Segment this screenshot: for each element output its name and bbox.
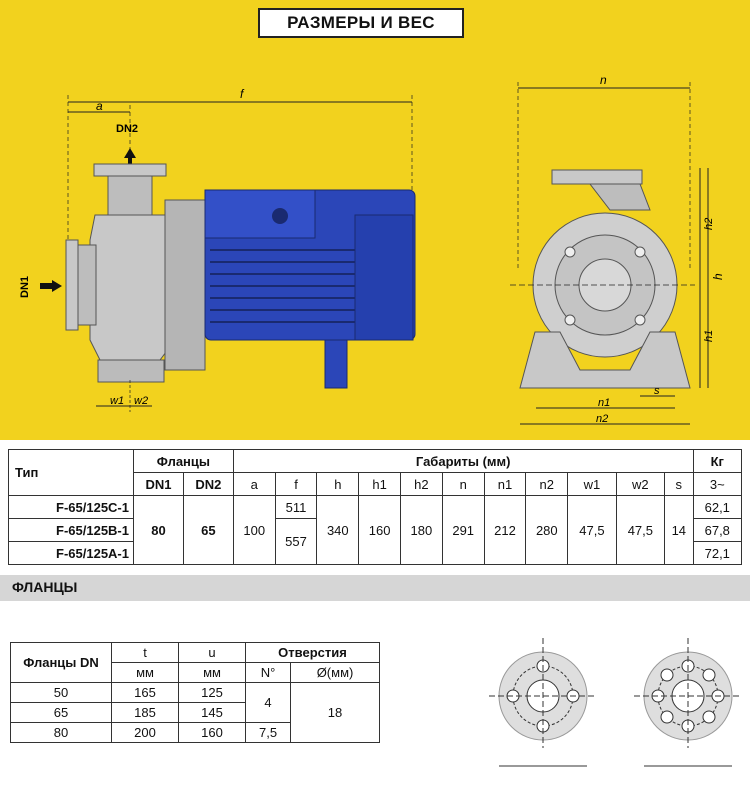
cell-h2: 180: [400, 495, 443, 565]
flange-holes-n: 7,5: [244, 722, 292, 743]
header-t-unit: мм: [111, 662, 179, 683]
header-dn2: DN2: [182, 472, 234, 496]
flange-holes-d: 18: [290, 682, 380, 743]
header-dn1: DN1: [133, 472, 184, 496]
flange-row-t: 200: [111, 722, 179, 743]
dim-label-w1: w1: [110, 395, 124, 407]
flanges-table: Фланцы DN t u Отверстия мм мм N° Ø(мм) 5…: [10, 642, 380, 743]
flange-row-u: 125: [178, 682, 246, 703]
header-w2: w2: [615, 472, 666, 496]
cell-f: 557: [274, 518, 318, 565]
header-n: n: [441, 472, 485, 496]
header-n1: n1: [483, 472, 527, 496]
type-row: F-65/125A-1: [8, 541, 134, 565]
flange-8-hole-diagram: [634, 638, 742, 767]
cell-s: 14: [664, 495, 694, 565]
header-h1: h1: [358, 472, 401, 496]
header-n2: n2: [525, 472, 569, 496]
cell-dn2: 65: [182, 495, 234, 565]
flange-4-hole-diagram: [489, 638, 597, 767]
dim-label-h2: h2: [703, 218, 715, 230]
dim-label-h: h: [711, 273, 725, 280]
cell-kg: 72,1: [692, 541, 743, 565]
dim-label-dn2: DN2: [116, 123, 138, 135]
header-a: a: [232, 472, 276, 496]
cell-n: 291: [441, 495, 485, 565]
pump-front-view: n h2 h h1 s n1 n2: [510, 73, 725, 425]
flange-row-dn: 80: [10, 722, 112, 743]
header-holes: Отверстия: [245, 642, 380, 663]
type-row: F-65/125B-1: [8, 518, 134, 542]
cell-dn1: 80: [133, 495, 184, 565]
cell-n1: 212: [483, 495, 527, 565]
flange-row-u: 160: [178, 722, 246, 743]
cell-h1: 160: [358, 495, 401, 565]
header-dimensions: Габариты (мм): [232, 449, 694, 473]
dim-label-n1: n1: [598, 397, 610, 409]
cell-a: 100: [232, 495, 276, 565]
header-flanges: Фланцы: [133, 449, 234, 473]
header-kg: Кг: [692, 449, 743, 473]
type-row: F-65/125C-1: [8, 495, 134, 519]
flange-row-t: 165: [111, 682, 179, 703]
flange-row-t: 185: [111, 702, 179, 723]
cell-kg: 62,1: [692, 495, 743, 519]
header-holes-n: N°: [244, 662, 292, 683]
section-heading: ФЛАНЦЫ: [12, 579, 78, 595]
header-holes-d: Ø(мм): [290, 662, 380, 683]
spec-table: Тип Фланцы Габариты (мм) Кг DN1 DN2 a f …: [8, 449, 743, 565]
header-h2: h2: [400, 472, 443, 496]
dim-label-h1: h1: [703, 330, 715, 342]
dim-label-s: s: [654, 385, 660, 397]
header-u: u: [178, 642, 246, 663]
section-heading-bar: ФЛАНЦЫ: [0, 575, 750, 601]
flange-row-u: 145: [178, 702, 246, 723]
cell-h: 340: [316, 495, 360, 565]
cell-w1: 47,5: [567, 495, 617, 565]
header-w1: w1: [567, 472, 617, 496]
dim-label-dn1: DN1: [19, 276, 31, 298]
header-kg-sub: 3~: [692, 472, 743, 496]
cell-kg: 67,8: [692, 518, 743, 542]
header-s: s: [664, 472, 694, 496]
flange-row-dn: 50: [10, 682, 112, 703]
dim-label-a: a: [96, 99, 103, 113]
cell-f: 511: [274, 495, 318, 519]
cell-n2: 280: [525, 495, 569, 565]
cell-w2: 47,5: [615, 495, 666, 565]
page-title: РАЗМЕРЫ И ВЕС: [258, 8, 464, 38]
header-u-unit: мм: [178, 662, 246, 683]
dim-label-f: f: [240, 87, 245, 101]
dim-label-w2: w2: [134, 395, 148, 407]
header-f: f: [274, 472, 318, 496]
header-t: t: [111, 642, 179, 663]
dim-label-n: n: [600, 73, 607, 87]
flange-holes-n: 4: [244, 682, 292, 723]
header-h: h: [316, 472, 360, 496]
dim-label-n2: n2: [596, 413, 608, 425]
flange-row-dn: 65: [10, 702, 112, 723]
pump-side-view: f a DN2 DN1 w1 w2: [19, 87, 416, 412]
header-type: Тип: [8, 449, 134, 496]
header-flange-dn: Фланцы DN: [10, 642, 112, 683]
